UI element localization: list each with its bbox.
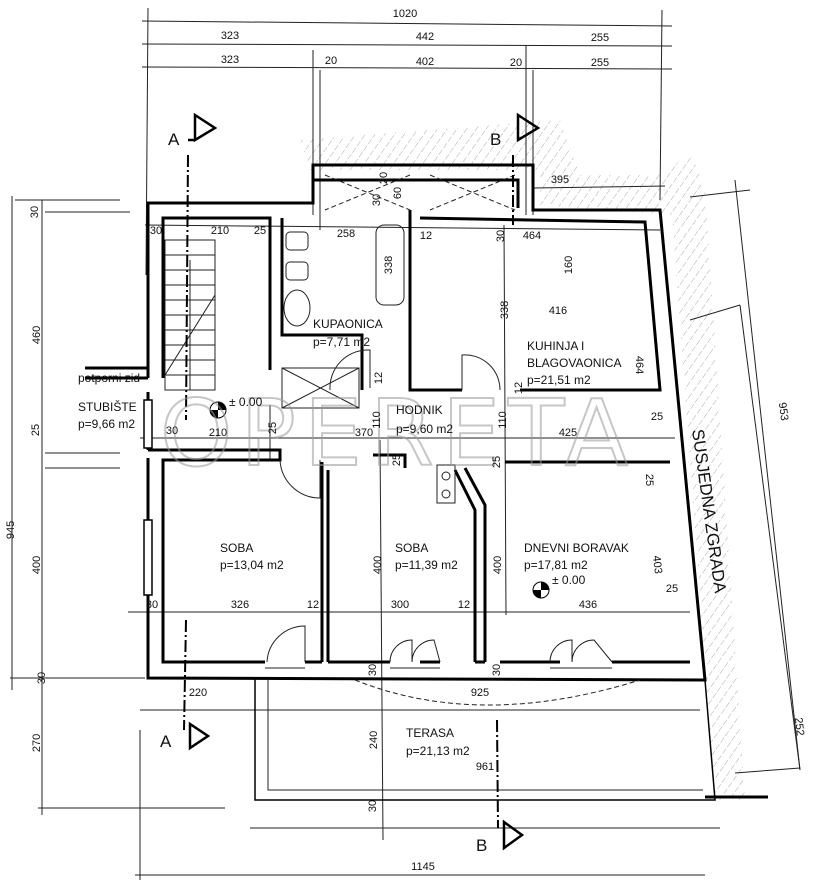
dim-text: 110 bbox=[497, 411, 509, 429]
dim-text: 30 bbox=[367, 664, 379, 676]
dim-text: 460 bbox=[31, 326, 43, 344]
dim-text: 300 bbox=[391, 599, 409, 611]
dim-text: 464 bbox=[633, 356, 645, 374]
room-labels: KUPAONICA p=7,71 m2 KUHINJA I BLAGOVAONI… bbox=[78, 317, 730, 758]
level-label-living: ± 0.00 bbox=[552, 573, 586, 587]
section-a-bottom-label: A bbox=[160, 732, 172, 751]
dim-text: 25 bbox=[391, 454, 403, 466]
dim-text: 25 bbox=[643, 474, 655, 486]
room-name-dnevni-boravak: DNEVNI BORAVAK bbox=[524, 541, 629, 555]
room-name-stubiste: STUBIŠTE bbox=[78, 399, 137, 414]
dim-text: 30 bbox=[166, 425, 178, 437]
room-area-dnevni-boravak: p=17,81 m2 bbox=[524, 558, 588, 572]
dim-text: 425 bbox=[559, 427, 577, 439]
dim-text: 20 bbox=[510, 57, 522, 69]
dim-text: 210 bbox=[209, 427, 227, 439]
walls bbox=[85, 163, 768, 801]
room-area-terasa: p=21,13 m2 bbox=[406, 744, 470, 758]
dim-text: 338 bbox=[499, 301, 511, 319]
dim-text: 255 bbox=[591, 32, 609, 44]
doors bbox=[265, 349, 641, 706]
room-area-stubiste: p=9,66 m2 bbox=[78, 417, 135, 431]
section-a-top-label: A bbox=[168, 130, 180, 149]
dim-text: 210 bbox=[211, 225, 229, 237]
dim-text: 30 bbox=[29, 206, 41, 218]
dimension-labels: 1020 323 442 255 323 20 402 20 255 395 3… bbox=[5, 8, 806, 873]
dim-text: 12 bbox=[307, 599, 319, 611]
dim-text: 270 bbox=[31, 734, 43, 752]
dim-text: 20 bbox=[378, 172, 390, 184]
dim-text: 252 bbox=[792, 717, 806, 737]
staircase bbox=[164, 239, 216, 391]
dim-text: 30 bbox=[495, 230, 507, 242]
dim-text: 323 bbox=[221, 54, 239, 66]
dim-text: 25 bbox=[30, 424, 42, 436]
dim-text: 442 bbox=[416, 31, 434, 43]
dim-text: 400 bbox=[492, 556, 504, 574]
room-name-kupaonica: KUPAONICA bbox=[313, 317, 383, 331]
room-area-kuhinja: p=21,51 m2 bbox=[527, 373, 591, 387]
room-area-kupaonica: p=7,71 m2 bbox=[313, 335, 370, 349]
room-name-kuhinja: KUHINJA I bbox=[527, 339, 584, 353]
dim-text: 25 bbox=[267, 422, 279, 434]
bathroom-fixtures bbox=[281, 174, 516, 504]
dim-text: 12 bbox=[373, 372, 385, 384]
dim-text: 945 bbox=[5, 521, 17, 539]
room-name-soba-2: SOBA bbox=[395, 541, 428, 555]
dim-text: 1145 bbox=[411, 861, 435, 873]
room-area-soba-1: p=13,04 m2 bbox=[220, 558, 284, 572]
section-b-bottom-label: B bbox=[476, 836, 487, 855]
room-name-hodnik: HODNIK bbox=[396, 403, 443, 417]
dim-text: 961 bbox=[476, 761, 494, 773]
dim-text: 370 bbox=[355, 427, 373, 439]
dim-text: 326 bbox=[231, 599, 249, 611]
section-b-top-label: B bbox=[490, 130, 501, 149]
room-area-hodnik: p=9,60 m2 bbox=[396, 422, 453, 436]
dim-text: 30 bbox=[491, 664, 503, 676]
dim-text: 403 bbox=[650, 555, 664, 575]
dim-text: 30 bbox=[367, 800, 379, 812]
dim-text: 20 bbox=[325, 55, 337, 67]
dim-text: 338 bbox=[383, 256, 395, 274]
dim-text: 25 bbox=[651, 411, 663, 423]
level-label-stairs: ± 0.00 bbox=[229, 395, 263, 409]
room-name-soba-1: SOBA bbox=[220, 541, 253, 555]
dim-text: 30 bbox=[146, 599, 158, 611]
dim-text: 30 bbox=[150, 225, 162, 237]
dim-text: 323 bbox=[221, 30, 239, 42]
dim-text: 400 bbox=[31, 556, 43, 574]
dim-text: 160 bbox=[563, 256, 575, 274]
dim-text: 464 bbox=[523, 230, 541, 242]
room-name-blagovaonica: BLAGOVAONICA bbox=[527, 356, 621, 370]
dim-text: 12 bbox=[513, 382, 525, 394]
dim-text: 925 bbox=[471, 687, 489, 699]
dim-text: 255 bbox=[591, 57, 609, 69]
room-name-terasa: TERASA bbox=[406, 726, 454, 740]
retaining-wall-label: potporni zid bbox=[78, 371, 140, 385]
section-markers: A B A B bbox=[160, 112, 541, 855]
dim-text: 395 bbox=[551, 174, 569, 186]
dim-text: 953 bbox=[776, 402, 790, 422]
dim-text: 436 bbox=[579, 599, 597, 611]
dim-text: 240 bbox=[368, 731, 380, 749]
dim-text: 416 bbox=[549, 305, 567, 317]
dim-text: 402 bbox=[416, 56, 434, 68]
dim-text: 12 bbox=[458, 599, 470, 611]
level-marker-icon bbox=[209, 401, 550, 599]
room-area-soba-2: p=11,39 m2 bbox=[395, 558, 458, 572]
dim-text: 25 bbox=[666, 583, 678, 595]
dim-text: 25 bbox=[491, 456, 503, 468]
dim-text: 12 bbox=[420, 230, 432, 242]
dim-text: 110 bbox=[371, 411, 383, 429]
dim-text: 1020 bbox=[393, 8, 417, 20]
dim-text: 25 bbox=[254, 225, 266, 237]
dim-text: 400 bbox=[372, 556, 384, 574]
dim-text: 30 bbox=[36, 672, 48, 684]
dim-text: 60 bbox=[392, 187, 404, 199]
dim-text: 258 bbox=[337, 228, 355, 240]
dim-text: 30 bbox=[371, 194, 383, 206]
dim-text: 220 bbox=[189, 687, 207, 699]
neighbor-building-hatch bbox=[300, 120, 745, 800]
watermark: OPERETA bbox=[160, 380, 636, 487]
